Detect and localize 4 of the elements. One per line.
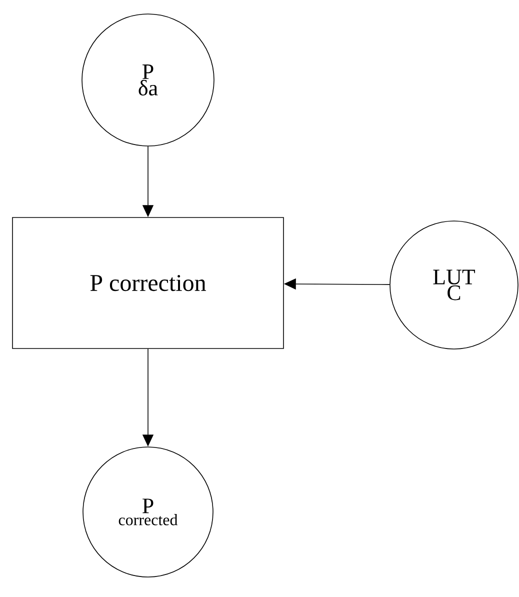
circle-node: LUT C	[390, 220, 518, 350]
process-box: P correction	[12, 217, 284, 349]
circle-node: P corrected	[82, 446, 214, 578]
circle-node: P δa	[82, 14, 214, 146]
